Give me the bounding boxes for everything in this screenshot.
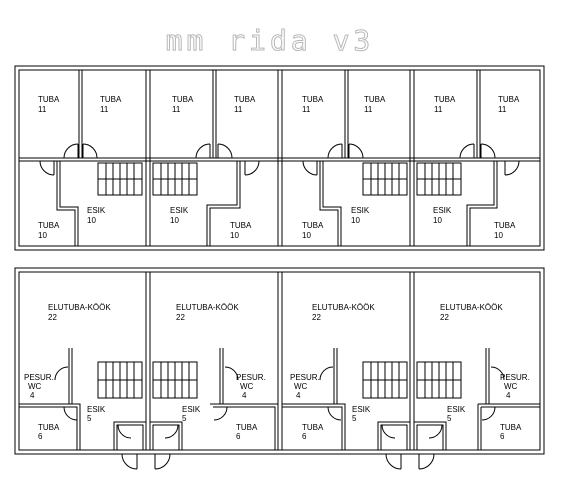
room-label-upper-1-3: TUBA [38, 221, 60, 230]
room-label-ground-4-2: ESIK [447, 405, 466, 414]
room-label-ground-1-2a: PESUR. [24, 373, 54, 382]
room-area-upper-3-4: 10 [351, 216, 360, 225]
room-area-upper-2-4: 10 [230, 231, 239, 240]
room-label-upper-3-4: ESIK [351, 206, 370, 215]
room-area-upper-1-4: 10 [87, 216, 96, 225]
room-area-upper-1-1: 11 [38, 105, 47, 114]
room-label-ground-4-4: TUBA [500, 423, 522, 432]
room-label-ground-2-3b: WC [240, 382, 254, 391]
room-area-upper-4-3: 10 [433, 216, 442, 225]
room-area-ground-1-1: 22 [48, 313, 57, 322]
room-label-ground-2-2: ESIK [182, 405, 201, 414]
stair-upper-2 [152, 162, 198, 196]
room-label-upper-2-2: TUBA [234, 95, 256, 104]
room-label-upper-4-1: TUBA [434, 95, 456, 104]
room-label-upper-2-1: TUBA [172, 95, 194, 104]
room-area-ground-4-4: 6 [500, 432, 505, 441]
room-area-ground-2-4: 6 [236, 432, 241, 441]
room-area-ground-2-2: 5 [182, 414, 187, 423]
room-label-upper-3-1: TUBA [302, 95, 324, 104]
room-label-ground-2-3a: PESUR. [236, 373, 266, 382]
door-swings-ground [54, 366, 505, 470]
room-label-upper-1-2: TUBA [100, 95, 122, 104]
room-label-upper-4-4: TUBA [494, 221, 516, 230]
stair-upper-3 [362, 162, 408, 196]
room-label-upper-4-2: TUBA [498, 95, 520, 104]
room-area-ground-3-3: 6 [302, 432, 307, 441]
stair-ground-3 [362, 361, 408, 399]
room-label-ground-1-3: ESIK [87, 405, 106, 414]
room-label-ground-4-3b: WC [504, 382, 518, 391]
room-label-upper-1-1: TUBA [38, 95, 60, 104]
room-area-upper-2-2: 11 [234, 105, 243, 114]
room-label-upper-2-3: ESIK [170, 206, 189, 215]
room-label-ground-1-2b: WC [28, 382, 42, 391]
ground-floor-plan [14, 267, 545, 470]
room-label-ground-1-4: TUBA [38, 423, 60, 432]
room-area-upper-1-2: 11 [100, 105, 109, 114]
room-area-ground-4-2: 5 [447, 414, 452, 423]
room-label-upper-3-2: TUBA [364, 95, 386, 104]
room-area-upper-3-1: 11 [302, 105, 311, 114]
room-area-upper-3-2: 11 [364, 105, 373, 114]
room-area-ground-4-3: 4 [506, 391, 511, 400]
room-area-upper-2-3: 10 [170, 216, 179, 225]
room-label-ground-3-2a: PESUR. [290, 373, 320, 382]
room-label-upper-3-3: TUBA [302, 221, 324, 230]
room-label-ground-3-3: TUBA [302, 423, 324, 432]
room-area-ground-2-1: 22 [176, 313, 185, 322]
door-swings-upper [39, 143, 520, 176]
upper-floor-plan [14, 65, 545, 251]
room-area-ground-3-1: 22 [312, 313, 321, 322]
room-label-ground-4-3a: PESUR. [500, 373, 530, 382]
stair-ground-4 [416, 361, 462, 399]
room-area-ground-4-1: 22 [440, 313, 449, 322]
room-area-ground-3-4: 5 [352, 414, 357, 423]
room-label-ground-3-1: ELUTUBA-KÖÖK [312, 303, 375, 312]
room-label-ground-3-2b: WC [294, 382, 308, 391]
room-label-ground-1-1: ELUTUBA-KÖÖK [48, 303, 111, 312]
stair-ground-1 [97, 361, 143, 399]
room-area-upper-1-3: 10 [38, 231, 47, 240]
room-label-upper-4-3: ESIK [433, 206, 452, 215]
room-label-ground-2-4: TUBA [236, 423, 258, 432]
room-area-ground-1-4: 6 [38, 432, 43, 441]
room-area-upper-4-4: 10 [494, 231, 503, 240]
room-area-ground-2-3: 4 [242, 391, 247, 400]
stair-ground-2 [152, 361, 198, 399]
drawing-title: mm rida v3 [166, 24, 375, 57]
room-area-upper-2-1: 11 [172, 105, 181, 114]
stair-upper-1 [97, 162, 143, 196]
entry-vestibules [113, 421, 447, 451]
room-area-upper-3-3: 10 [302, 231, 311, 240]
room-label-upper-1-4: ESIK [87, 206, 106, 215]
room-label-ground-4-1: ELUTUBA-KÖÖK [440, 303, 503, 312]
room-area-ground-1-3: 5 [87, 414, 92, 423]
room-area-upper-4-2: 11 [498, 105, 507, 114]
room-area-ground-3-2: 4 [296, 391, 301, 400]
room-label-ground-2-1: ELUTUBA-KÖÖK [176, 303, 239, 312]
room-area-ground-1-2: 4 [30, 391, 35, 400]
room-label-ground-3-4: ESIK [352, 405, 371, 414]
stair-upper-4 [416, 162, 462, 196]
room-label-upper-2-4: TUBA [230, 221, 252, 230]
room-area-upper-4-1: 11 [434, 105, 443, 114]
